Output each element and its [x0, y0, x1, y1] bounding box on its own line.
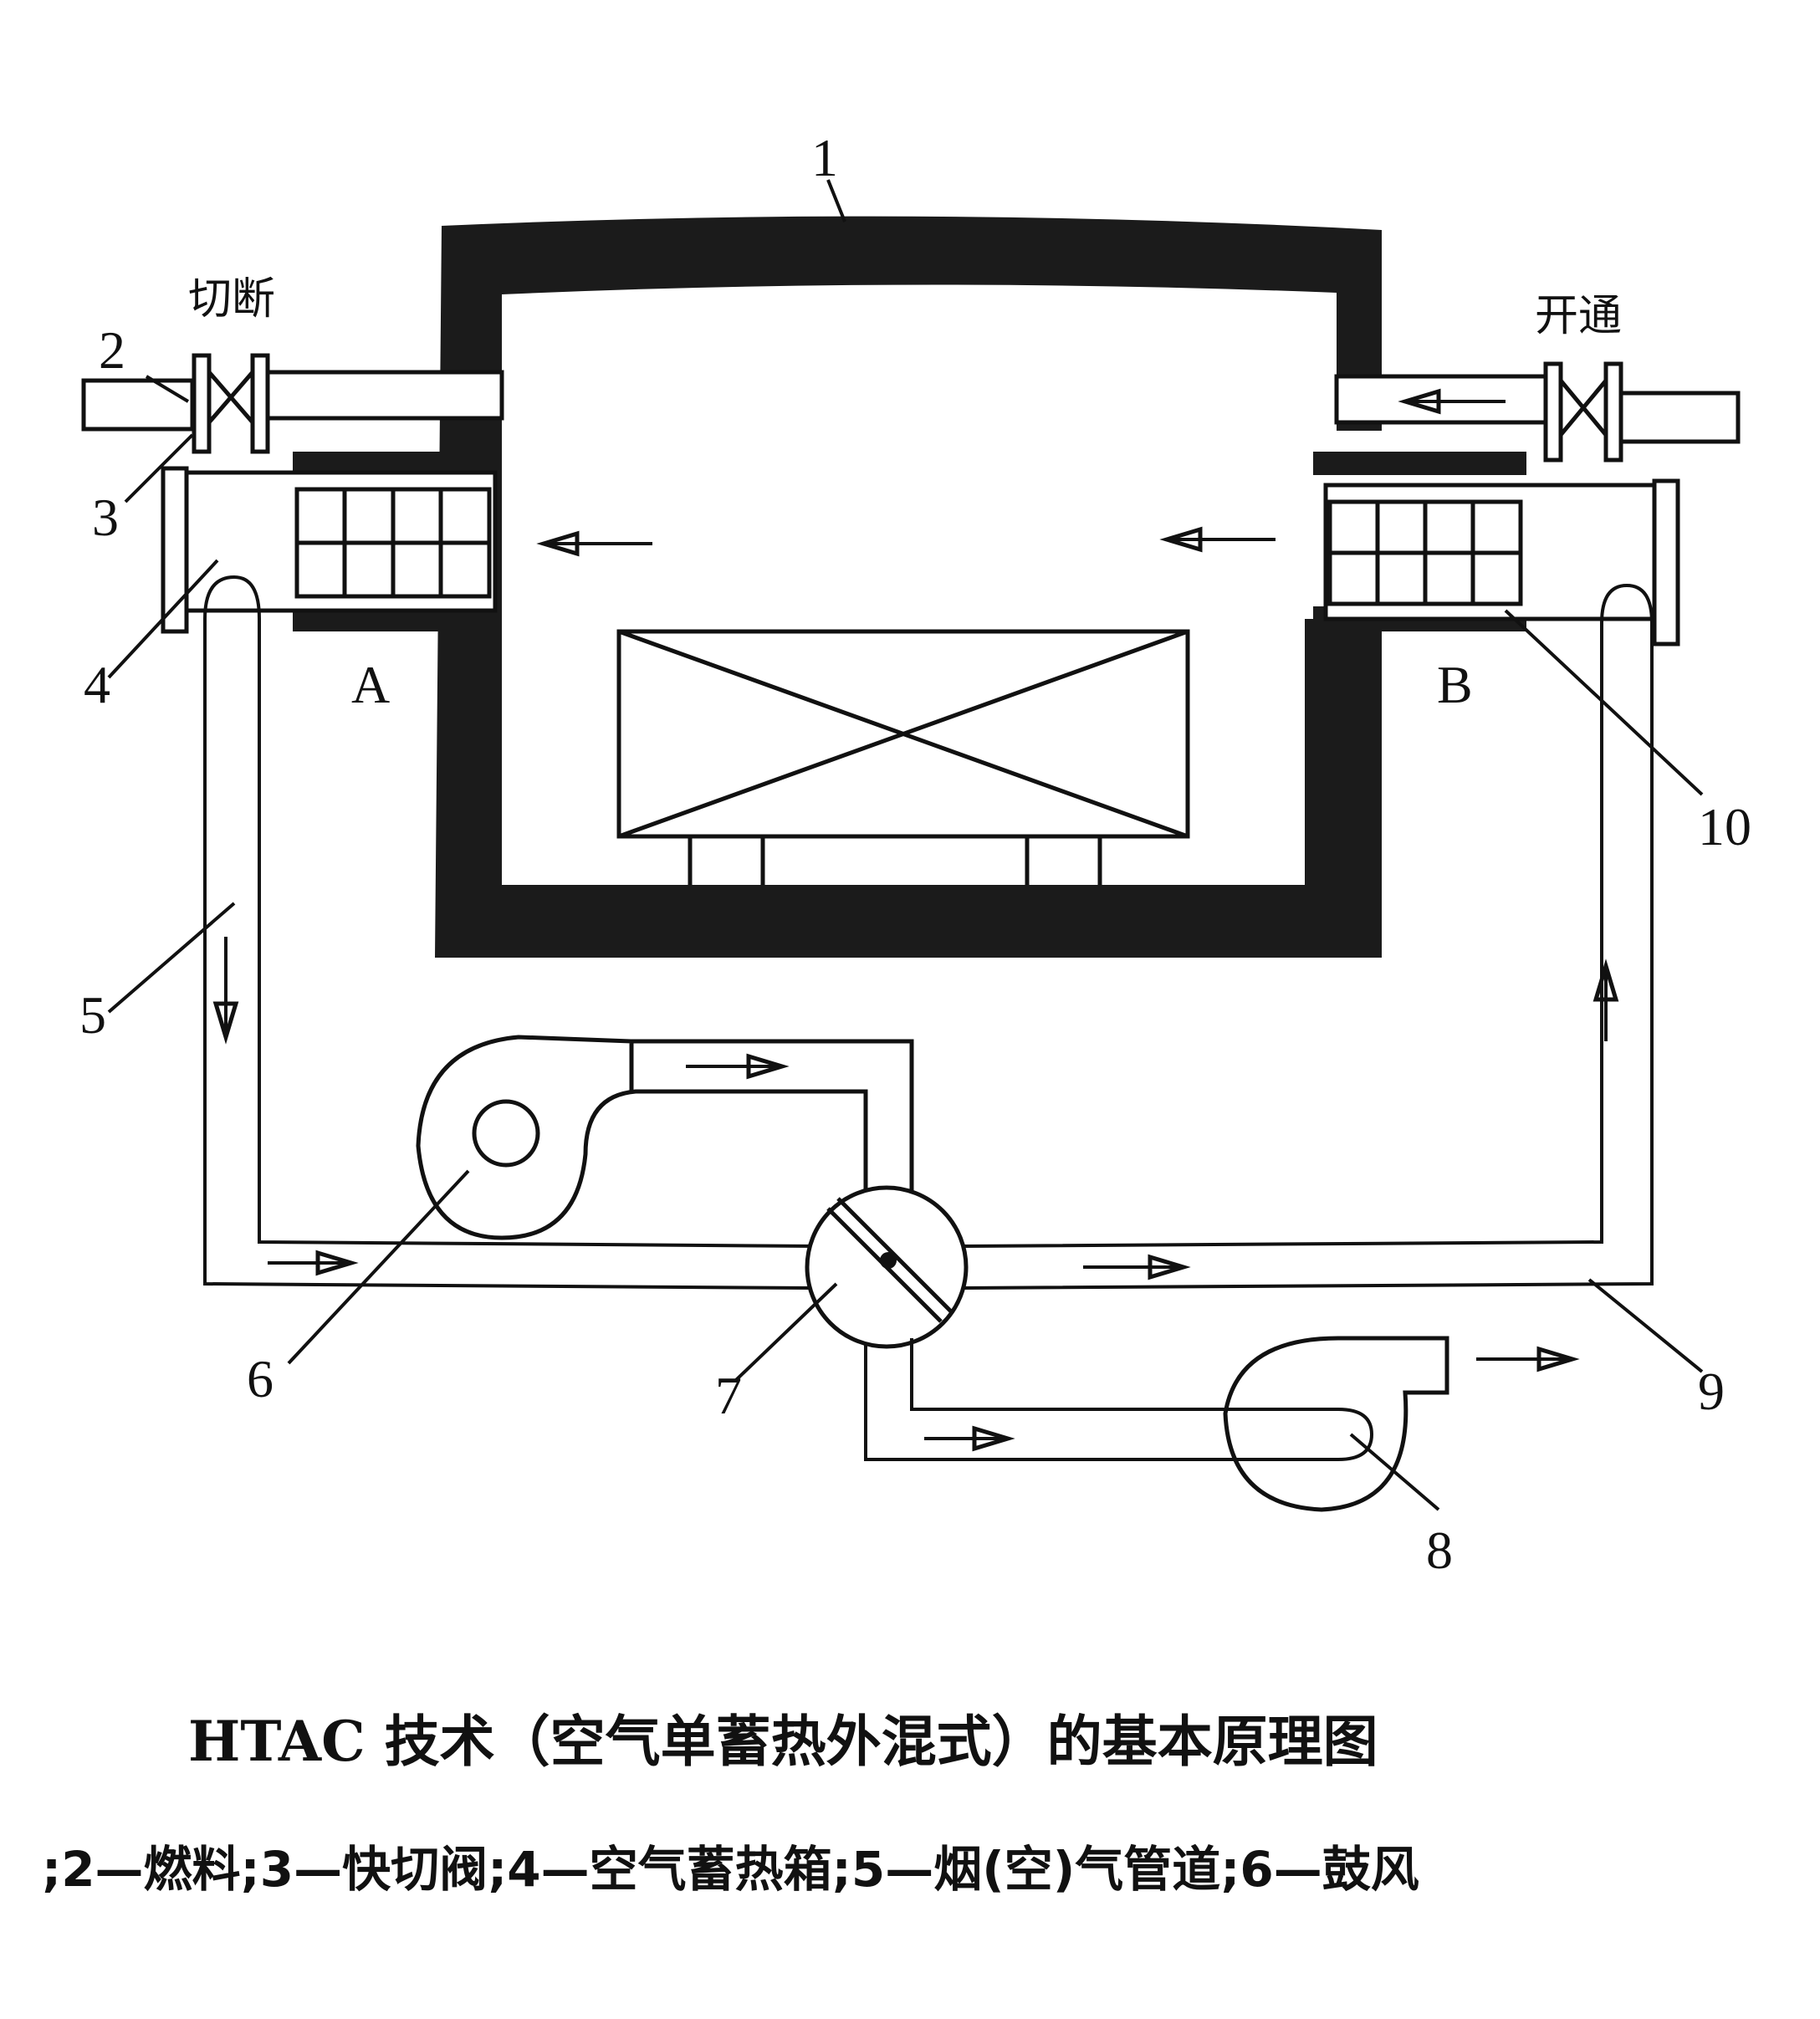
label-10: 10 — [1698, 797, 1751, 856]
label-5: 5 — [79, 985, 106, 1045]
regenerator-b — [1323, 478, 1680, 647]
label-6: 6 — [247, 1349, 274, 1408]
label-2: 2 — [99, 320, 125, 380]
caption-title: HTAC 技术（空气单蓄热外混式）的基本原理图 — [188, 1709, 1378, 1774]
label-valve-left: 切断 — [188, 274, 275, 325]
leader-lines — [107, 179, 1704, 1511]
fan-8 — [864, 1336, 1449, 1512]
reversing-valve — [805, 1185, 969, 1349]
label-7: 7 — [715, 1366, 742, 1425]
label-a: A — [351, 655, 390, 714]
label-valve-right: 开通 — [1535, 291, 1622, 341]
number-labels: 1 2 3 4 5 6 7 8 9 10 A B 切断 开通 — [79, 128, 1751, 1580]
regenerator-a — [161, 466, 498, 634]
blower-6 — [416, 1035, 914, 1240]
label-8: 8 — [1426, 1521, 1453, 1580]
furnace-load — [616, 629, 1190, 885]
right-fuel-pipe — [1334, 361, 1741, 463]
caption: HTAC 技术（空气单蓄热外混式）的基本原理图 ;2—燃料;3—快切阀;4—空气… — [42, 1709, 1419, 1898]
left-duct — [203, 575, 821, 1290]
label-3: 3 — [92, 488, 119, 547]
left-fuel-pipe — [81, 353, 504, 454]
label-b: B — [1437, 655, 1473, 714]
right-duct — [961, 583, 1654, 1290]
caption-legend: ;2—燃料;3—快切阀;4—空气蓄热箱;5—烟(空)气管道;6—鼓风 — [42, 1841, 1419, 1898]
label-9: 9 — [1698, 1362, 1725, 1421]
label-1: 1 — [811, 128, 838, 187]
flow-arrows — [212, 388, 1619, 1452]
label-4: 4 — [84, 655, 110, 714]
